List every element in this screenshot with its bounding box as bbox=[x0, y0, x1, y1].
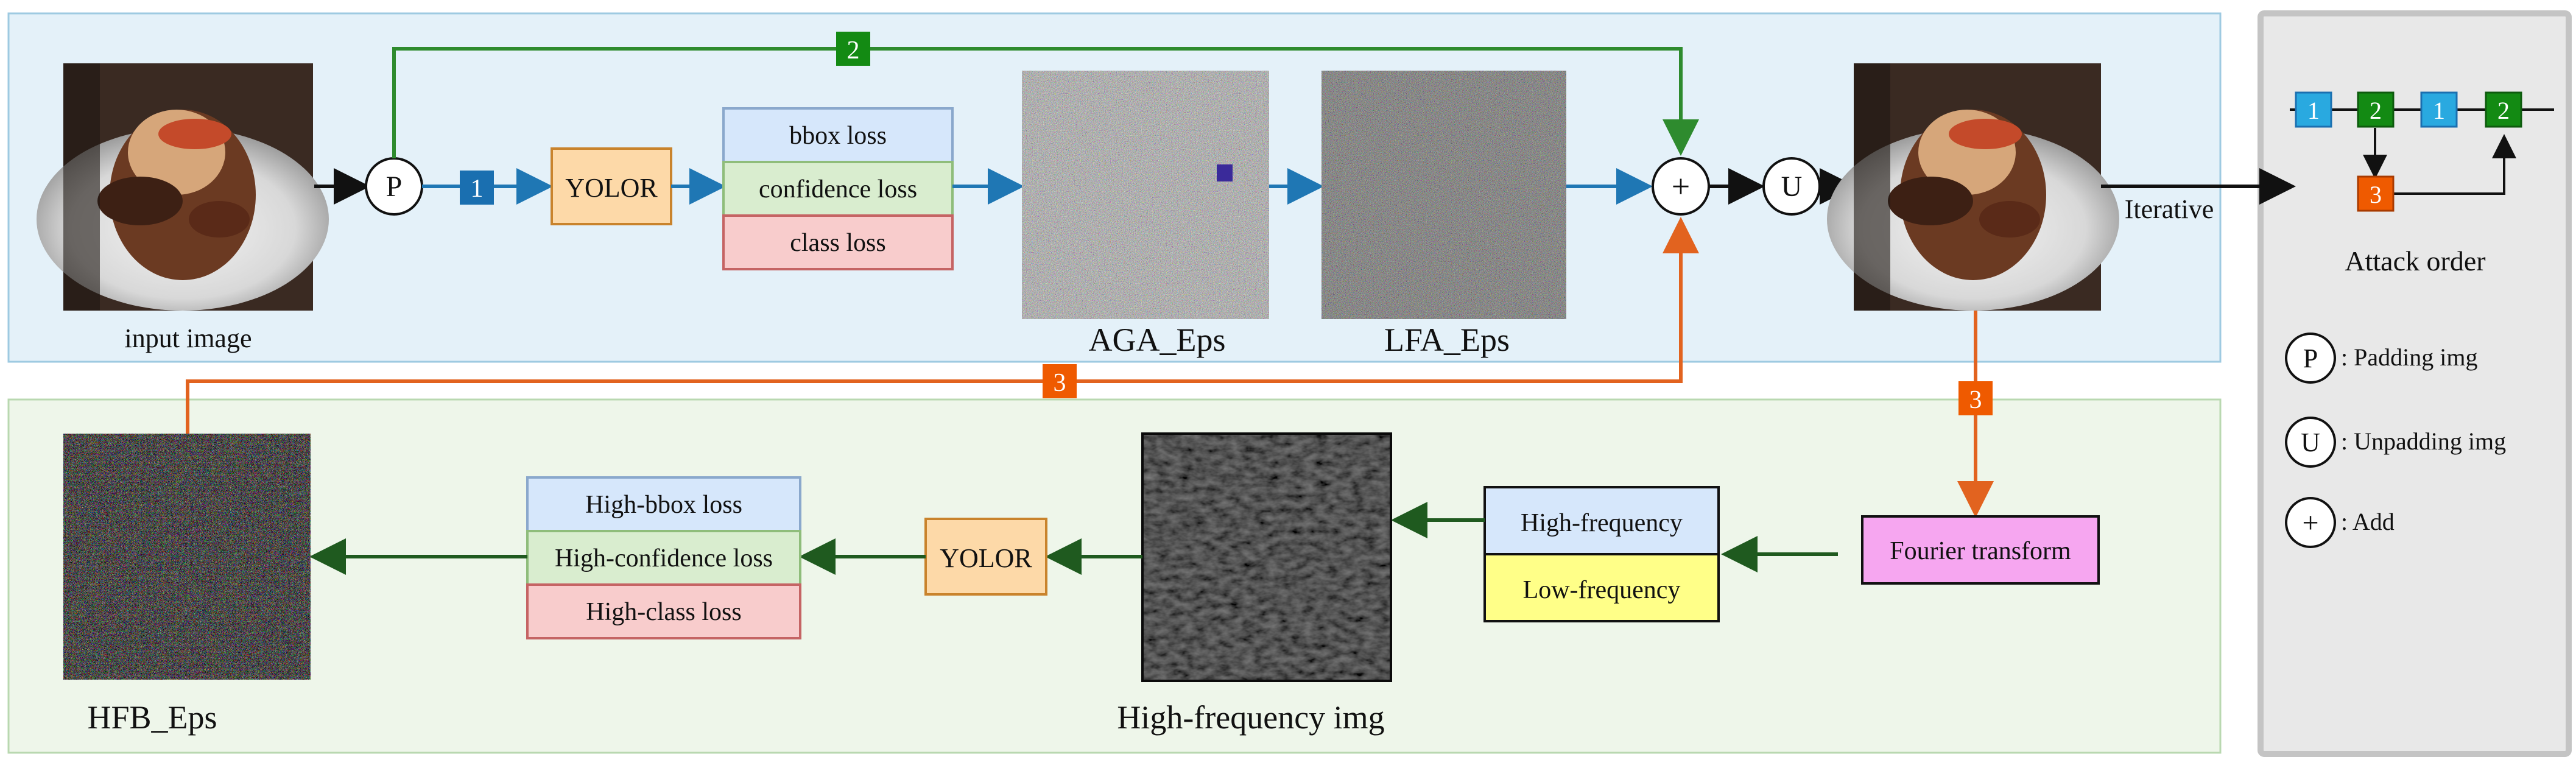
attack-order-title: Attack order bbox=[2345, 245, 2485, 276]
high-confidence-loss-box bbox=[526, 530, 801, 586]
class-loss-box bbox=[722, 214, 954, 270]
order-step-2 bbox=[2357, 91, 2395, 128]
bbox-loss-label: bbox loss bbox=[789, 122, 887, 150]
yolor-bottom-box bbox=[924, 518, 1047, 596]
aga-eps-caption: AGA_Eps bbox=[1089, 322, 1226, 358]
legend-pad-symbol: P bbox=[2303, 343, 2318, 373]
step3-right-badge bbox=[1958, 381, 1993, 415]
order-step-3-label: 1 bbox=[2433, 97, 2445, 124]
hfb-eps-image bbox=[63, 434, 311, 680]
fourier-transform-box bbox=[1861, 515, 2100, 585]
add-op-symbol: + bbox=[1672, 168, 1690, 205]
lfa-eps-caption: LFA_Eps bbox=[1384, 322, 1510, 358]
bottom-panel bbox=[7, 398, 2222, 754]
iterative-label: Iterative bbox=[2125, 194, 2214, 224]
padding-op-symbol: P bbox=[386, 171, 403, 203]
high-frequency-image bbox=[1141, 432, 1392, 682]
order-step-5 bbox=[2357, 175, 2395, 212]
high-class-loss-box bbox=[526, 583, 801, 639]
low-frequency-box bbox=[1483, 553, 1720, 622]
confidence-loss-label: confidence loss bbox=[759, 175, 917, 203]
yolor-top-label: YOLOR bbox=[565, 173, 658, 203]
high-bbox-loss-label: High-bbox loss bbox=[585, 491, 742, 519]
high-frequency-box bbox=[1483, 486, 1720, 555]
step2-badge-label: 2 bbox=[847, 37, 860, 65]
unpadding-op-symbol: U bbox=[1781, 171, 1803, 203]
legend-panel bbox=[2258, 10, 2572, 757]
input-image-caption: input image bbox=[125, 323, 252, 353]
order-step-5-label: 3 bbox=[2370, 181, 2382, 208]
order-step-4 bbox=[2485, 91, 2522, 128]
fourier-transform-label: Fourier transform bbox=[1890, 537, 2071, 565]
output-image bbox=[1827, 63, 2119, 311]
order-step-1-label: 1 bbox=[2307, 97, 2320, 124]
legend-unpad-symbol: U bbox=[2301, 428, 2320, 457]
high-confidence-loss-label: High-confidence loss bbox=[555, 544, 773, 572]
step3-left-badge bbox=[1043, 364, 1077, 398]
step3-left-badge-label: 3 bbox=[1054, 369, 1066, 397]
legend-pad-circle bbox=[2285, 333, 2336, 384]
step3-right-badge-label: 3 bbox=[1969, 386, 1982, 414]
class-loss-label: class loss bbox=[790, 229, 886, 257]
legend-add-text: : Add bbox=[2341, 508, 2395, 535]
high-frequency-image-caption: High-frequency img bbox=[1117, 699, 1384, 736]
order-step-2-label: 2 bbox=[2370, 97, 2382, 124]
input-image bbox=[37, 63, 329, 311]
hfb-eps-caption: HFB_Eps bbox=[87, 699, 217, 736]
step1-badge bbox=[460, 171, 494, 205]
low-frequency-label: Low-frequency bbox=[1523, 576, 1681, 604]
aga-eps-image bbox=[1022, 71, 1269, 319]
lfa-eps-image bbox=[1321, 71, 1566, 319]
legend-unpad-circle bbox=[2285, 417, 2336, 468]
high-frequency-label: High-frequency bbox=[1521, 509, 1683, 537]
yolor-bottom-label: YOLOR bbox=[940, 543, 1032, 573]
legend-add-circle bbox=[2285, 497, 2336, 548]
step2-badge bbox=[836, 32, 870, 66]
order-step-3 bbox=[2420, 91, 2458, 128]
order-step-1 bbox=[2295, 91, 2332, 128]
legend-pad-text: : Padding img bbox=[2341, 343, 2477, 371]
yolor-top-box bbox=[551, 147, 672, 225]
high-class-loss-label: High-class loss bbox=[586, 598, 742, 626]
order-step-4-label: 2 bbox=[2497, 97, 2510, 124]
bbox-loss-box bbox=[722, 107, 954, 163]
legend-add-symbol: + bbox=[2302, 507, 2318, 539]
step1-badge-label: 1 bbox=[471, 175, 484, 203]
legend-unpad-text: : Unpadding img bbox=[2341, 428, 2506, 455]
